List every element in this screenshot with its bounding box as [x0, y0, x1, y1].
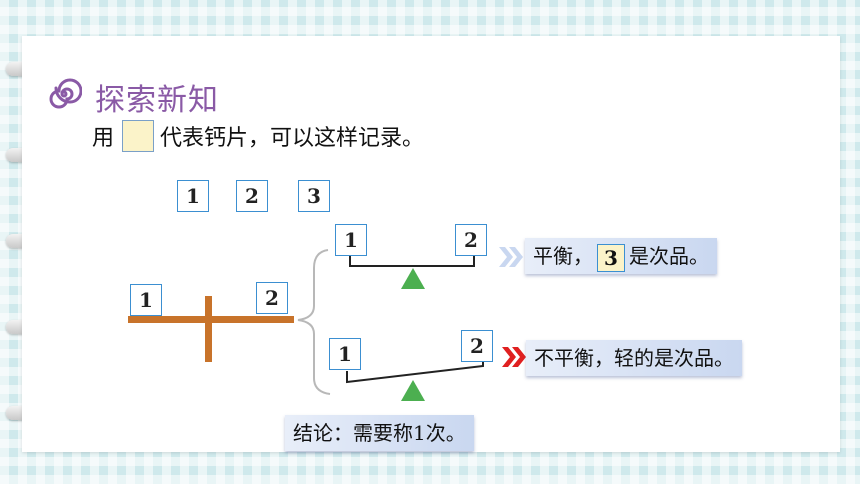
tablet-label-3: 3: [298, 180, 330, 212]
balance-left-label: 1: [130, 284, 162, 316]
unbalanced-arrow-icon: [502, 347, 526, 367]
upper-result-prefix: 平衡，: [533, 244, 593, 268]
upper-result-suffix: 是次品。: [629, 244, 709, 268]
branch-bracket: [297, 249, 331, 395]
tablet-label-2: 2: [236, 180, 268, 212]
section-title: 探索新知: [95, 83, 219, 118]
upper-fulcrum: [401, 268, 425, 289]
spiral-icon: [49, 78, 82, 109]
lower-right-label: 2: [461, 330, 493, 362]
lower-result: 不平衡，轻的是次品。: [526, 340, 742, 376]
defective-tablet-label: 3: [597, 243, 625, 272]
intro-line: 用 代表钙片，可以这样记录。: [92, 120, 424, 152]
balanced-arrow-icon: [499, 247, 523, 267]
upper-scale-pan: [349, 256, 475, 267]
intro-prefix: 用: [92, 126, 115, 151]
conclusion-box: 结论：需要称1次。: [285, 415, 474, 451]
balance-post: [205, 296, 212, 362]
upper-right-label: 2: [455, 224, 487, 256]
upper-left-label: 1: [335, 224, 367, 256]
lower-fulcrum: [401, 380, 425, 401]
balance-right-label: 2: [256, 282, 288, 314]
intro-suffix: 代表钙片，可以这样记录。: [160, 126, 425, 151]
tablet-label-1: 1: [177, 180, 209, 212]
tablet-placeholder-box: [122, 120, 155, 152]
lower-left-label: 1: [329, 338, 361, 370]
